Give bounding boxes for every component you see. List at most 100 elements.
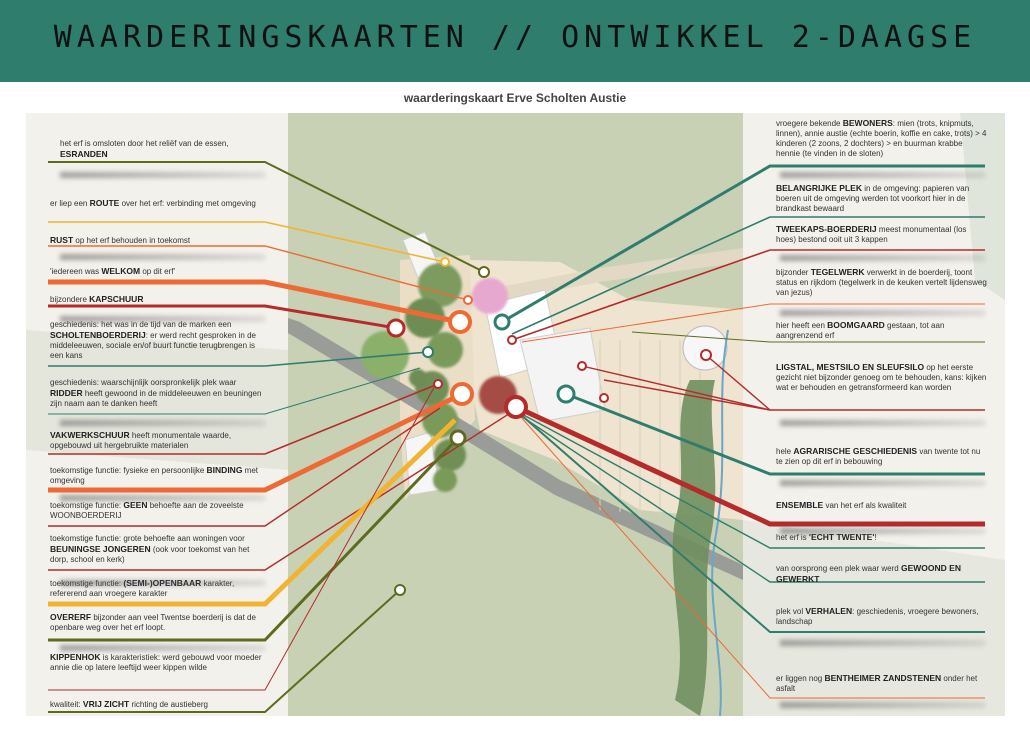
label-shadow <box>780 702 985 708</box>
pointer-welkom <box>48 279 461 325</box>
pointer-scholtenboerderij <box>48 351 429 367</box>
label-shadow <box>780 480 985 486</box>
pointer-verhalen <box>519 413 985 633</box>
label-bentheimer: er liggen nog BENTHEIMER ZANDSTENEN onde… <box>776 673 978 693</box>
pointer-route <box>48 221 446 263</box>
label-shadow <box>60 316 265 322</box>
pointer-esranden <box>48 161 485 273</box>
label-shadow <box>60 254 265 260</box>
pointer-ligstal-3 <box>705 354 771 411</box>
marker-ligstal-2 <box>599 393 609 403</box>
map-subtitle: waarderingskaart Erve Scholten Austie <box>403 91 627 105</box>
label-kippenhok: KIPPENHOK is karakteristiek: werd gebouw… <box>50 652 262 672</box>
title-banner: WAARDERINGSKAARTEN // ONTWIKKEL 2-DAAGSE <box>0 0 1030 82</box>
marker-rust <box>463 295 473 305</box>
pointer-bentheimer <box>519 415 985 699</box>
marker-ensemble <box>504 395 528 419</box>
pointer-lines-left <box>48 161 516 713</box>
pink-tree <box>472 278 508 314</box>
marker-ligstal <box>577 361 587 371</box>
pointer-boomgaard <box>631 331 985 343</box>
pointer-kippenhok <box>48 383 437 691</box>
label-ligstal: LIGSTAL, MESTSILO EN SLEUFSILO op het ee… <box>776 362 987 392</box>
label-tegelwerk: bijzonder TEGELWERK verwerkt in de boerd… <box>776 267 987 297</box>
label-echt-twente: het erf is 'ECHT TWENTE'! <box>776 532 877 542</box>
marker-bewoners <box>493 313 511 331</box>
hedge <box>672 380 716 716</box>
label-shadow <box>780 310 985 316</box>
pointer-bewoners <box>501 164 985 324</box>
label-overerf: OVERERF bijzonder aan veel Twentse boerd… <box>50 612 256 632</box>
marker-tweekaps <box>507 335 517 345</box>
field-shape <box>743 520 1005 716</box>
field-shape <box>960 113 1005 300</box>
pointer-geen <box>48 407 441 527</box>
road <box>288 318 743 580</box>
pointer-beuningse <box>48 409 516 571</box>
pointer-agrarische <box>565 392 985 476</box>
marker-vrij-zicht <box>394 584 406 596</box>
label-boomgaard: hier heeft een BOOMGAARD gestaan, tot aa… <box>776 320 945 340</box>
page-title: WAARDERINGSKAARTEN // ONTWIKKEL 2-DAAGSE <box>53 20 977 55</box>
label-verhalen: plek vol VERHALEN: geschiedenis, vroeger… <box>776 606 979 626</box>
stall-rows <box>599 340 701 520</box>
label-vakwerkschuur: VAKWERKSCHUUR heeft monumentale waarde, … <box>50 430 232 450</box>
pointer-vrij-zicht <box>48 589 401 713</box>
marker-welkom <box>448 310 472 334</box>
pointer-echt-twente <box>517 411 985 549</box>
label-shadow <box>60 172 265 178</box>
marker-ligstal-3 <box>700 349 712 361</box>
pointer-gewoond <box>517 413 985 583</box>
label-agrarische-geschiedenis: hele AGRARISCHE GESCHIEDENIS van twente … <box>776 446 981 466</box>
marker-kapschuur <box>386 318 406 338</box>
label-belangrijke-plek: BELANGRIJKE PLEK in de omgeving: papiere… <box>776 183 970 213</box>
pointer-ensemble <box>514 404 985 527</box>
label-gewoond-gewerkt: van oorsprong een plek waar werd GEWOOND… <box>776 563 961 584</box>
label-ridder: geschiedenis: waarschijnlijk oorspronkel… <box>50 378 262 408</box>
pointer-rust <box>48 245 469 301</box>
label-scholtenboerderij: geschiedenis: het was in de tijd van de … <box>50 320 256 360</box>
label-geen-woonboerderij: toekomstige functie: GEEN behoefte aan d… <box>50 500 244 520</box>
label-shadow <box>780 528 985 534</box>
label-vrij-zicht: kwaliteit: VRIJ ZICHT richting de austie… <box>50 699 208 709</box>
pointer-tegelwerk <box>521 303 985 343</box>
pointer-ligstal-2 <box>603 379 771 411</box>
pointer-overerf <box>48 436 460 642</box>
silo <box>682 325 728 371</box>
pointer-vakwerkschuur <box>48 383 439 455</box>
marker-vakwerkschuur <box>433 379 443 389</box>
label-ensemble: ENSEMBLE van het erf als kwaliteit <box>776 500 907 510</box>
label-binding: toekomstige functie: fysieke en persoonl… <box>50 465 259 485</box>
label-shadow <box>780 640 985 646</box>
label-shadow <box>780 255 985 261</box>
label-route: er liep een ROUTE over het erf: verbindi… <box>50 198 256 208</box>
label-shadow <box>780 172 985 178</box>
label-kapschuur: bijzondere KAPSCHUUR <box>50 294 144 304</box>
location-markers <box>386 257 712 596</box>
label-tweekaps-boerderij: TWEEKAPS-BOERDERIJ meest monumentaal (lo… <box>776 224 967 244</box>
marker-route <box>440 257 450 267</box>
label-shadow <box>60 580 265 586</box>
label-shadow <box>60 420 265 426</box>
marker-scholtenboerderij <box>422 346 434 358</box>
label-beuningse-jongeren: toekomstige functie: grote behoefte aan … <box>50 534 250 564</box>
marker-esranden <box>478 266 490 278</box>
marker-binding <box>450 382 474 406</box>
label-shadow <box>780 420 985 426</box>
marker-overerf <box>449 429 467 447</box>
label-esranden: het erf is omsloten door het reliëf van … <box>60 139 229 159</box>
pointer-belangrijke-plek <box>511 216 985 335</box>
pointer-kapschuur <box>48 304 397 330</box>
pointer-tweekaps <box>511 249 985 341</box>
label-bewoners: vroegere bekende BEWONERS: mien (trots, … <box>776 118 987 158</box>
label-shadow <box>60 495 265 501</box>
pointer-lines-right <box>501 164 985 699</box>
label-welkom: 'iedereen was WELKOM op dit erf' <box>50 266 175 276</box>
pointer-binding <box>48 391 464 493</box>
label-rust: RUST op het erf behouden in toekomst <box>50 235 191 245</box>
field-shape <box>26 330 288 470</box>
pointer-openbaar <box>48 418 457 607</box>
stream <box>711 329 729 717</box>
label-shadow <box>60 645 265 651</box>
